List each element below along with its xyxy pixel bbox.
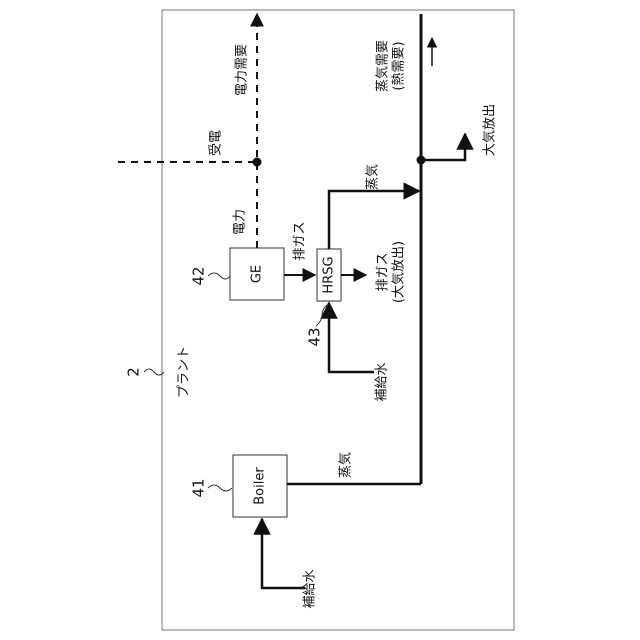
plant-ref-number: 2 <box>125 367 143 377</box>
boiler-label: Boiler <box>253 467 268 505</box>
plant-ref-leader <box>144 369 164 375</box>
steam-junction-dot <box>417 156 426 165</box>
hrsg-ref-leader <box>316 304 328 326</box>
power-receive-label: 受電 <box>209 130 224 156</box>
atmos-release-label: 大気放出 <box>482 104 498 156</box>
boiler-makeup-water-line <box>262 519 305 588</box>
hrsg-label: HRSG <box>322 256 337 293</box>
boiler-ref-number: 41 <box>190 478 208 497</box>
boiler-ref-leader <box>208 485 232 491</box>
exhaust-release-label-1: 排ガス <box>376 252 391 291</box>
plant-boundary <box>162 10 514 630</box>
hrsg-makeup-water-line <box>329 303 374 372</box>
ge-label: GE <box>250 265 265 283</box>
steam-boiler-label: 蒸気 <box>338 452 354 478</box>
exhaust-release-label-2: (大気放出) <box>391 241 407 303</box>
exhaust-gas-label: 排ガス <box>293 221 308 260</box>
steam-hrsg-label: 蒸気 <box>365 164 381 190</box>
plant-label: プラント <box>177 346 192 398</box>
makeup-water-boiler-label: 補給水 <box>303 569 318 608</box>
steam-demand-label-2: (熱需要) <box>392 41 407 90</box>
power-junction-dot <box>253 158 262 167</box>
power-label: 電力 <box>233 209 248 235</box>
power-demand-label: 電力需要 <box>235 44 250 96</box>
ge-ref-leader <box>208 273 230 279</box>
makeup-water-hrsg-label: 補給水 <box>375 362 390 401</box>
ge-ref-number: 42 <box>190 266 208 285</box>
atmos-release-line <box>421 134 465 160</box>
hrsg-steam-line <box>329 191 419 249</box>
steam-demand-label-1: 蒸気需要 <box>375 40 391 92</box>
hrsg-ref-number: 43 <box>306 327 324 346</box>
